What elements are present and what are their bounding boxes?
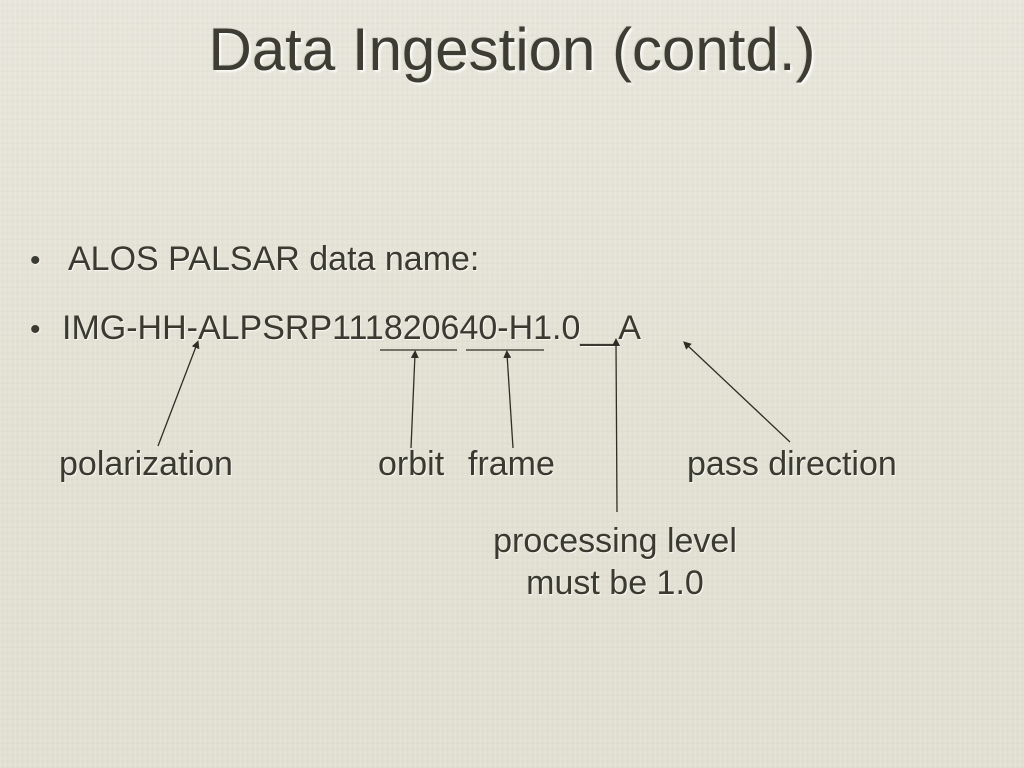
bullet-text: ALOS PALSAR data name: [68, 240, 480, 278]
polarization-arrow [157, 340, 200, 447]
bullet-item-file-name-example: • IMG-HH-ALPSRP111820640-H1.0__A [30, 308, 641, 350]
pass-direction-arrow [683, 341, 791, 443]
bullet-marker: • [30, 313, 41, 346]
orbit-arrow [410, 350, 419, 449]
frame-arrow [503, 350, 514, 449]
bullet-text: IMG-HH-ALPSRP111820640-H1.0__A [62, 309, 641, 347]
bullet-marker: • [30, 244, 41, 277]
processing-level-arrow [612, 338, 621, 513]
slide-title: Data Ingestion (contd.) [208, 16, 816, 83]
label-polarization: polarization [59, 445, 233, 483]
label-orbit: orbit [378, 445, 445, 483]
label-frame: frame [468, 445, 555, 483]
label-pass-direction: pass direction [687, 445, 897, 483]
label-processing-level-line1: processing level [493, 522, 737, 560]
label-processing-level: processing level must be 1.0 [470, 520, 760, 604]
bullet-item-data-name-heading: • ALOS PALSAR data name: [30, 239, 479, 281]
label-processing-level-line2: must be 1.0 [526, 564, 704, 602]
